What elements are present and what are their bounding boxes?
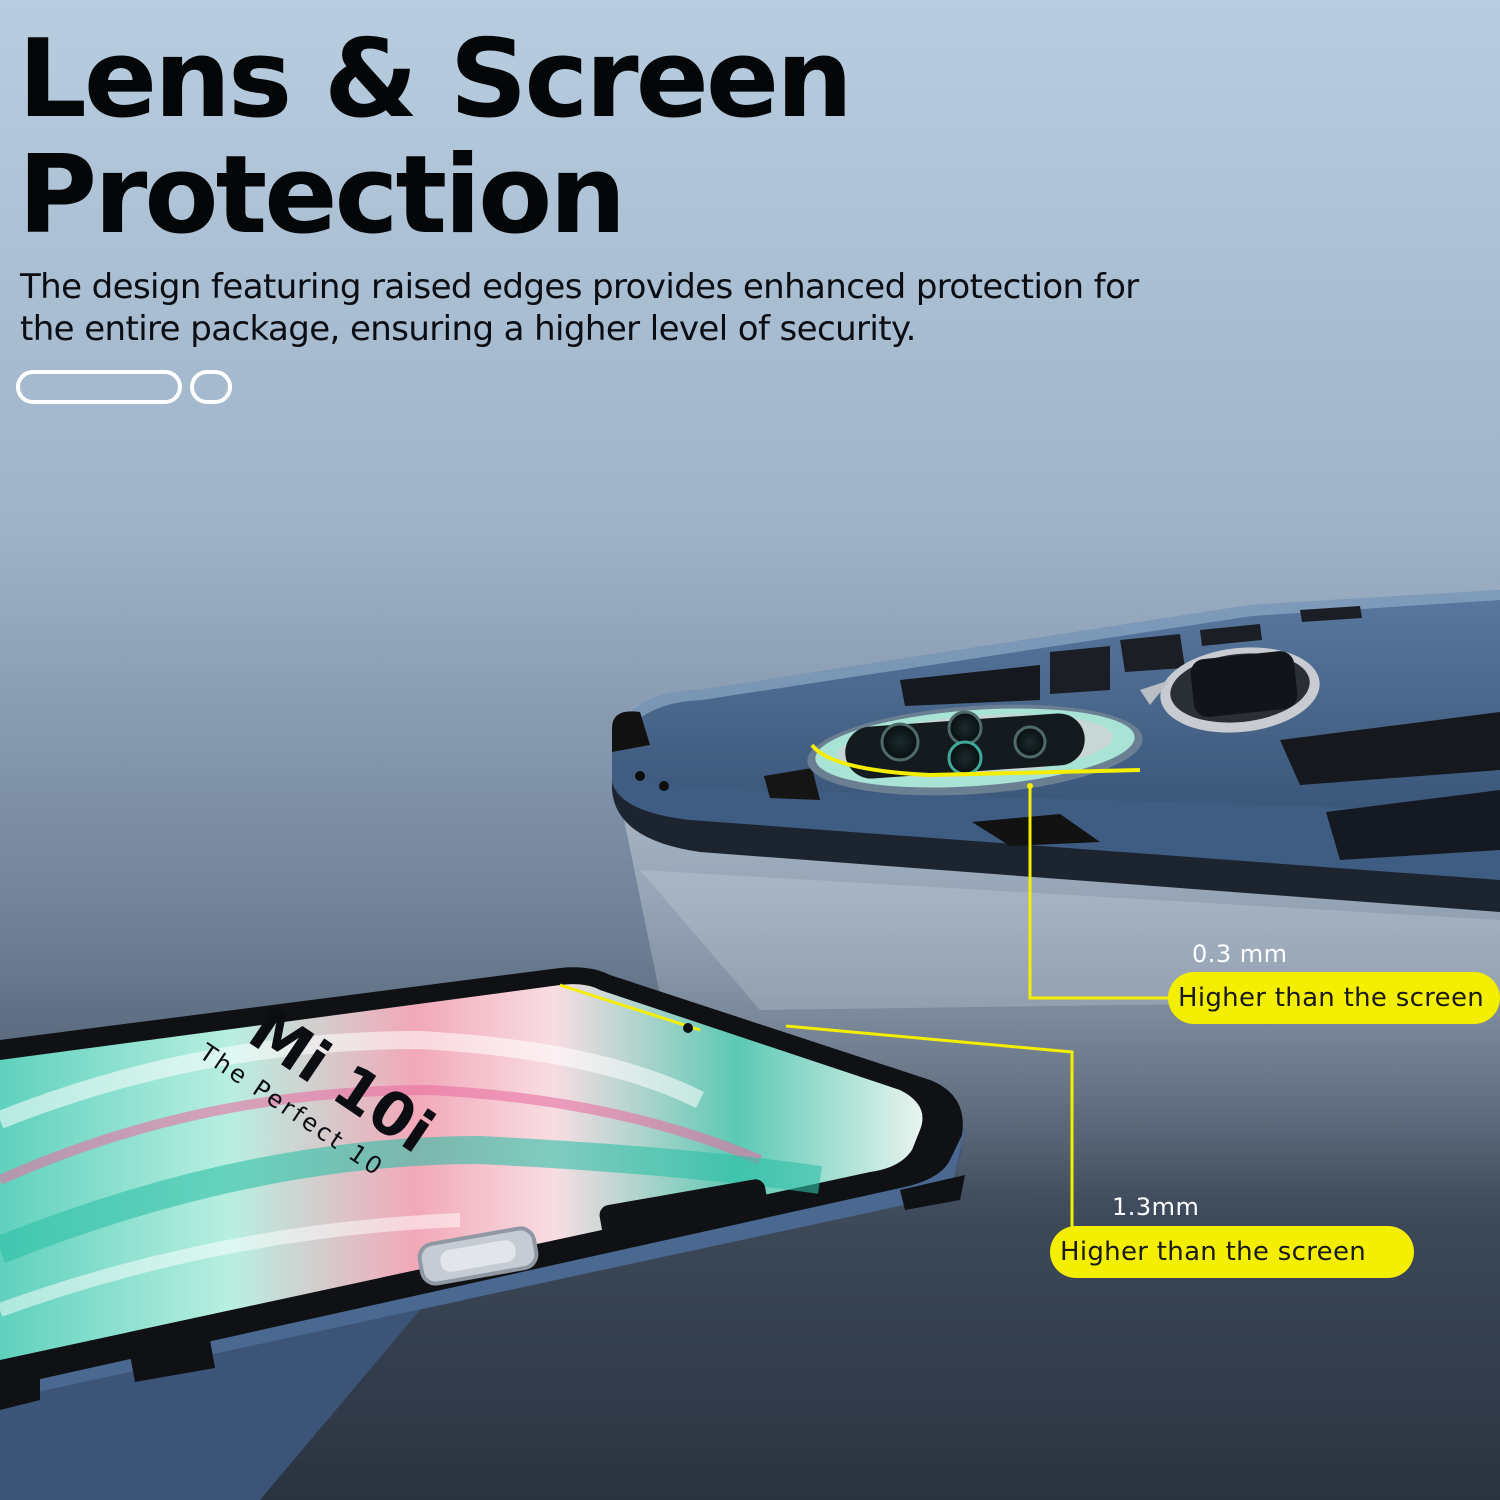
screen-measure-label: 1.3mm: [1112, 1193, 1200, 1221]
description-line-2: the entire package, ensuring a higher le…: [20, 309, 916, 349]
headline-line-1: Lens & Screen: [18, 17, 853, 142]
description-line-1: The design featuring raised edges provid…: [20, 267, 1139, 307]
screen-callout-badge: Higher than the screen: [1050, 1226, 1414, 1278]
lens-callout-badge: Higher than the screen: [1168, 972, 1500, 1024]
decorative-pill-short: [190, 370, 232, 404]
upper-phone-case: [612, 590, 1500, 912]
headline-line-2: Protection: [18, 133, 626, 258]
lower-phone: [0, 967, 965, 1500]
decorative-pill-long: [16, 370, 182, 404]
lens-measure-label: 0.3 mm: [1192, 940, 1288, 968]
camera-module: [807, 704, 1143, 796]
ring-holder: [1140, 647, 1320, 733]
headline: Lens & Screen Protection: [18, 22, 853, 254]
description: The design featuring raised edges provid…: [20, 266, 1220, 350]
